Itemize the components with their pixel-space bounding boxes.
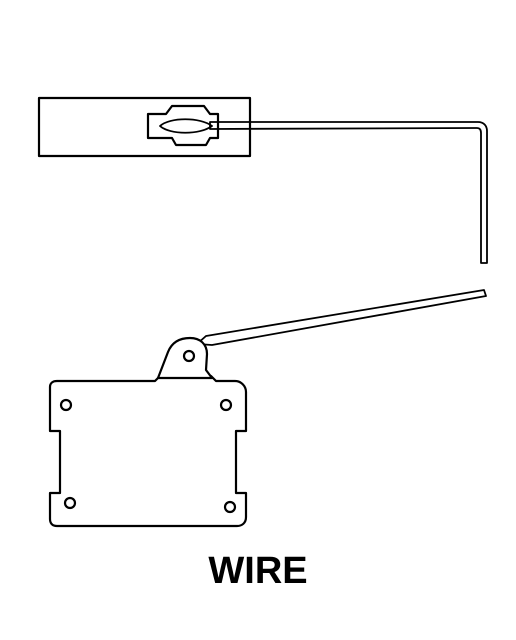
mounting-hole-top-right [219,398,233,412]
clip-wire-loop [159,118,213,134]
wire-clip-assembly [37,96,252,158]
mounting-hole-bottom-right [223,500,237,514]
lever-arm [196,289,487,346]
mounting-hole-top-left [59,398,73,412]
switch-assembly [48,336,248,528]
diagram-caption: WIRE [208,550,308,592]
mounting-hole-bottom-left [63,496,77,510]
switch-body [48,374,248,528]
wire [209,121,488,264]
actuator-pivot [182,349,196,363]
